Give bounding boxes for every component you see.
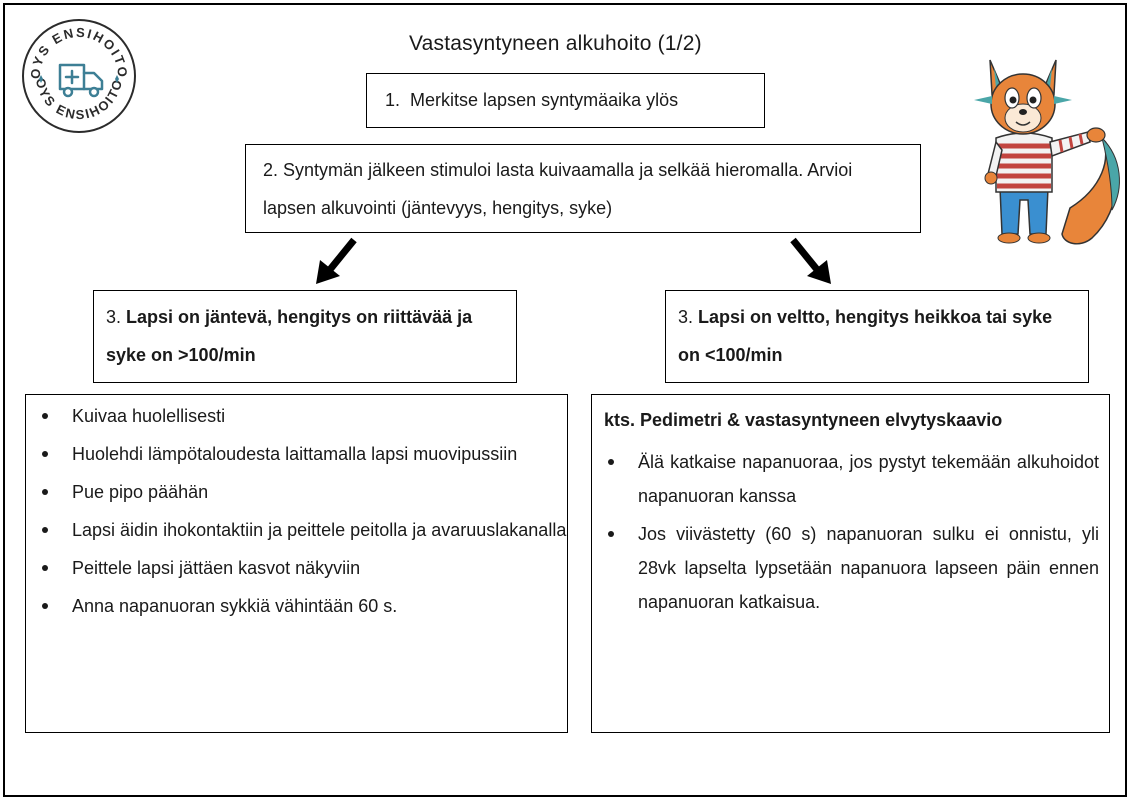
list-item: Huolehdi lämpötaloudesta laittamalla lap… <box>26 437 567 471</box>
page-frame <box>3 3 1127 797</box>
fox-mascot <box>974 59 1120 245</box>
list-item: Pue pipo päähän <box>26 475 567 509</box>
step-3-stable-number: 3. <box>106 307 122 327</box>
list-item: Lapsi äidin ihokontaktiin ja peittele pe… <box>26 513 567 547</box>
step-1-box: 1. Merkitse lapsen syntymäaika ylös <box>366 73 765 128</box>
step-2-number: 2. <box>263 160 279 180</box>
list-item: Kuivaa huolellisesti <box>26 399 567 433</box>
step-3-stable-text: Lapsi on jäntevä, hengitys on riittävää … <box>106 307 473 365</box>
list-item: Peittele lapsi jättäen kasvot näkyviin <box>26 551 567 585</box>
step-2-text: Syntymän jälkeen stimuloi lasta kuivaama… <box>263 160 853 218</box>
step-3-stable-box: 3. Lapsi on jäntevä, hengitys on riittäv… <box>93 290 517 383</box>
resuscitation-heading: kts. Pedimetri & vastasyntyneen elvytysk… <box>604 410 1003 430</box>
list-item: Anna napanuoran sykkiä vähintään 60 s. <box>26 589 567 623</box>
arrow-down-left-icon <box>316 237 357 284</box>
page-title: Vastasyntyneen alkuhoito (1/2) <box>409 32 702 55</box>
list-item: Jos viivästetty (60 s) napanuoran sulku … <box>592 517 1109 619</box>
step-1-number: 1. <box>385 90 401 110</box>
step-3-unstable-box: 3. Lapsi on veltto, hengitys heikkoa tai… <box>665 290 1089 383</box>
step-3-unstable-number: 3. <box>678 307 694 327</box>
step-1-text: Merkitse lapsen syntymäaika ylös <box>410 90 679 110</box>
stable-care-list: Kuivaa huolellisesti Huolehdi lämpötalou… <box>26 395 567 623</box>
ambulance-icon <box>58 63 104 98</box>
oys-ensihoito-logo: OYS ENSIHOITO OYS ENSIHOITO <box>22 19 136 133</box>
list-item: Älä katkaise napanuoraa, jos pystyt teke… <box>592 445 1109 513</box>
step-3-unstable-text: Lapsi on veltto, hengitys heikkoa tai sy… <box>678 307 1053 365</box>
stable-care-list-box: Kuivaa huolellisesti Huolehdi lämpötalou… <box>25 394 568 733</box>
resuscitation-list: Älä katkaise napanuoraa, jos pystyt teke… <box>592 433 1109 619</box>
arrow-down-right-icon <box>790 237 831 284</box>
step-2-box: 2. Syntymän jälkeen stimuloi lasta kuiva… <box>245 144 921 233</box>
resuscitation-box: kts. Pedimetri & vastasyntyneen elvytysk… <box>591 394 1110 733</box>
